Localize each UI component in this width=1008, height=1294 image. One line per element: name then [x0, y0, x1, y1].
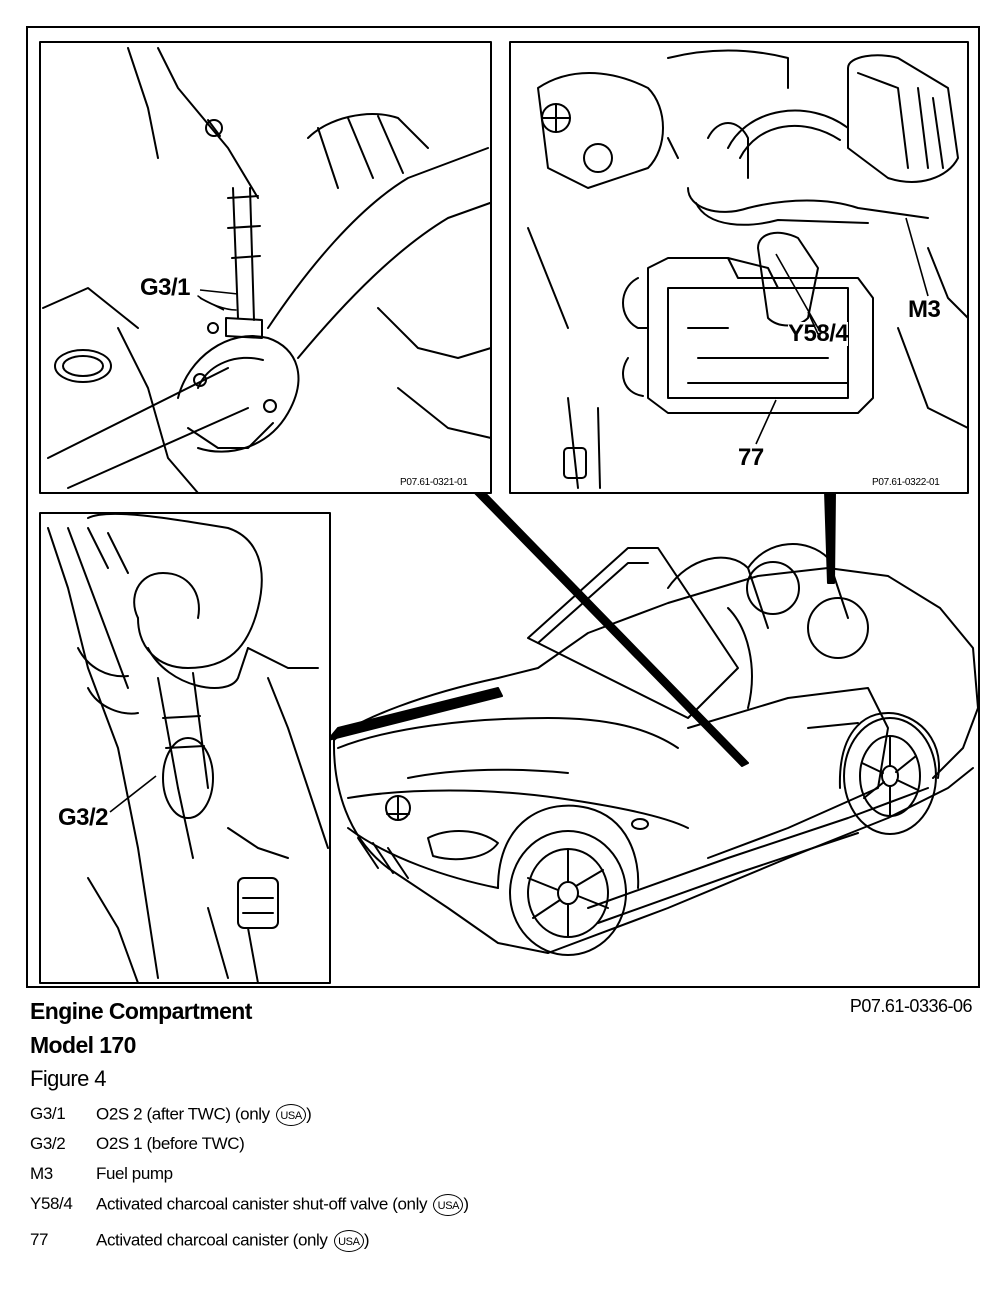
- pointer-wedge-left: [327, 687, 503, 741]
- callout-g3-2: G3/2: [58, 804, 109, 831]
- legend-desc: Activated charcoal canister (only USA): [96, 1230, 370, 1252]
- legend-item: M3 Fuel pump: [30, 1164, 630, 1194]
- legend-code: G3/1: [30, 1104, 66, 1123]
- legend-item: G3/1 O2S 2 (after TWC) (only USA): [30, 1104, 630, 1134]
- panel-top-left: [39, 41, 492, 494]
- diagram-frame: G3/1 Y58/4 M3 77 G3/2 P07.61-0321-01 P07…: [26, 26, 980, 988]
- usa-badge-icon: USA: [333, 1230, 364, 1252]
- callout-y58-4: Y58/4: [788, 320, 849, 347]
- panel-code-top-right: P07.61-0322-01: [872, 477, 940, 488]
- legend-item: Y58/4 Activated charcoal canister shut-o…: [30, 1194, 630, 1230]
- panel-code-top-left: P07.61-0321-01: [400, 477, 468, 488]
- usa-badge-icon: USA: [276, 1104, 307, 1126]
- legend-desc: O2S 2 (after TWC) (only USA): [96, 1104, 312, 1126]
- legend-desc: Fuel pump: [96, 1164, 173, 1183]
- callout-m3: M3: [908, 296, 941, 323]
- leader-lines: [109, 217, 929, 813]
- legend: G3/1 O2S 2 (after TWC) (only USA) G3/2 O…: [30, 1104, 630, 1260]
- caption-figure: Figure 4: [30, 1066, 107, 1091]
- usa-badge-icon: USA: [433, 1194, 464, 1216]
- legend-code: G3/2: [30, 1134, 66, 1153]
- legend-item: 77 Activated charcoal canister (only USA…: [30, 1230, 630, 1260]
- caption-code: P07.61-0336-06: [849, 996, 973, 1016]
- car-illustration: [332, 543, 978, 956]
- legend-desc: O2S 1 (before TWC): [96, 1134, 245, 1153]
- legend-code: Y58/4: [30, 1194, 73, 1213]
- callout-77: 77: [738, 444, 764, 471]
- caption-title: Engine Compartment: [30, 998, 252, 1024]
- callout-g3-1: G3/1: [140, 274, 191, 301]
- diagram-artwork: [39, 41, 978, 984]
- panel-top-right: [509, 41, 969, 494]
- legend-item: G3/2 O2S 1 (before TWC): [30, 1134, 630, 1164]
- legend-code: 77: [30, 1230, 49, 1249]
- legend-code: M3: [30, 1164, 53, 1183]
- panel-bottom-left: [39, 512, 331, 984]
- legend-desc: Activated charcoal canister shut-off val…: [96, 1194, 469, 1216]
- caption-model: Model 170: [30, 1032, 136, 1058]
